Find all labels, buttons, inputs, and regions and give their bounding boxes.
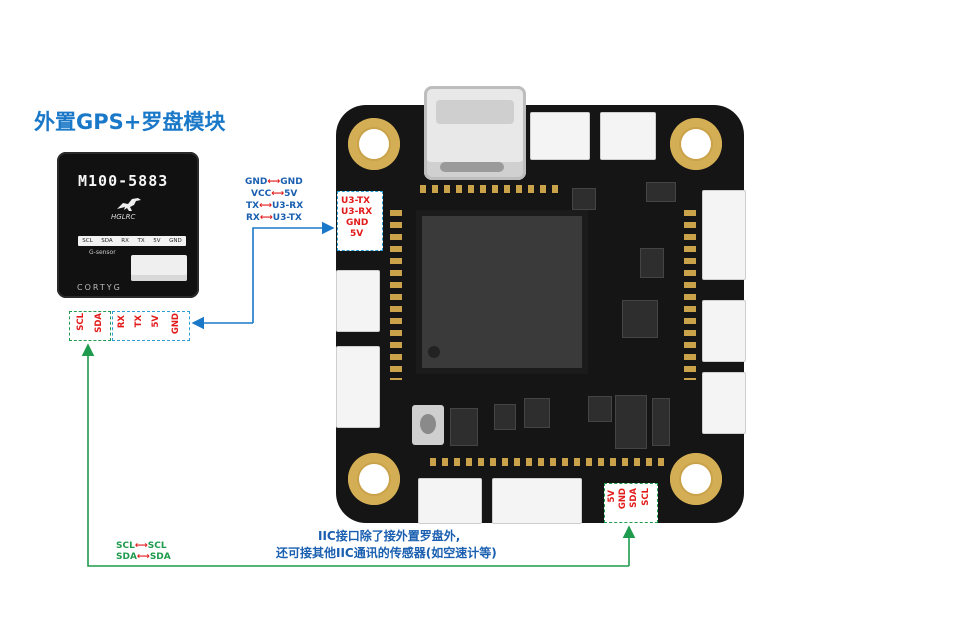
uart-map-tx: TX⟷U3-RX	[246, 201, 303, 211]
board-pin-u3-rx: U3-RX	[341, 207, 373, 217]
uart-map-rx: RX⟷U3-TX	[246, 213, 302, 223]
gps-pin-label: TX	[137, 238, 145, 244]
uart-map-left: GND	[245, 177, 268, 187]
gps-pin-label: 5V	[153, 238, 161, 244]
mcu-chip	[422, 216, 582, 368]
gps-sensor-label: G-sensor	[89, 249, 116, 256]
board-pin-gnd: GND	[346, 218, 369, 228]
uart-wire	[252, 221, 335, 323]
uart-map-left: VCC	[251, 189, 272, 199]
uart-map-right: U3-RX	[271, 201, 304, 211]
double-arrow-icon: ⟷	[134, 541, 148, 551]
uart-map-left: TX	[246, 201, 260, 211]
pad-row-right	[684, 210, 696, 380]
mount-hole-bottom-left	[348, 453, 400, 505]
gps-pin-strip: SCL SDA RX TX 5V GND	[78, 236, 186, 246]
regulator-chip	[615, 395, 647, 449]
double-arrow-icon: ⟷	[259, 213, 273, 223]
i2c-note-line1: IIC接口除了接外置罗盘外,	[318, 529, 461, 543]
gps-brand-label: HGLRC	[111, 213, 136, 221]
gps-i2c-pin-box	[69, 311, 111, 341]
small-chip	[652, 398, 670, 446]
i2c-map-left: SDA	[116, 552, 137, 562]
dinosaur-logo-icon	[117, 198, 141, 211]
double-arrow-icon: ⟷	[267, 177, 281, 187]
gps-model-label: M100-5883	[78, 172, 169, 190]
gyro-chip	[622, 300, 658, 338]
mount-hole-top-left	[348, 118, 400, 170]
connector-left-2	[336, 270, 380, 332]
pad-row-bottom	[430, 458, 670, 466]
connector-bottom-1	[418, 478, 482, 524]
small-chip	[494, 404, 516, 430]
usb-c-port-slot	[440, 162, 504, 172]
double-arrow-icon: ⟷	[271, 189, 285, 199]
small-chip	[524, 398, 550, 428]
diagram-title: 外置GPS+罗盘模块	[34, 110, 226, 134]
small-chip	[640, 248, 664, 278]
small-chip	[588, 396, 612, 422]
connector-bottom-2	[492, 478, 582, 524]
connector-top-1	[530, 112, 590, 160]
gps-connector	[131, 255, 187, 281]
connector-right-1	[702, 190, 746, 280]
connector-right-2	[702, 300, 746, 362]
i2c-map-right: SDA	[149, 552, 171, 562]
i2c-map-sda: SDA⟷SDA	[116, 552, 171, 562]
boot-button-cap	[420, 414, 436, 434]
i2c-map-scl: SCL⟷SCL	[116, 541, 167, 551]
i2c-note-line2: 还可接其他IIC通讯的传感器(如空速计等)	[276, 546, 497, 560]
uart-map-left: RX	[246, 213, 260, 223]
double-arrow-icon: ⟷	[259, 201, 272, 211]
board-pin-u3-tx: U3-TX	[341, 196, 371, 206]
board-pin-5v: 5V	[350, 229, 364, 239]
gps-pin-label: RX	[121, 238, 129, 244]
i2c-map-right: SCL	[147, 541, 167, 551]
gps-pin-label: GND	[169, 238, 182, 244]
uart-map-right: GND	[280, 177, 303, 187]
connector-left-3	[336, 346, 380, 428]
small-chip	[646, 182, 676, 202]
small-chip	[450, 408, 478, 446]
uart-map-gnd: GND⟷GND	[245, 177, 303, 187]
i2c-wire-to-gps	[81, 343, 629, 567]
gps-pin-label: SDA	[101, 238, 113, 244]
uart-map-right: 5V	[284, 189, 298, 199]
gps-uart-pin-box	[112, 311, 190, 341]
uart-map-vcc: VCC⟷5V	[251, 189, 297, 199]
pad-row-top	[420, 185, 560, 193]
small-chip	[572, 188, 596, 210]
connector-top-2	[600, 112, 656, 160]
connector-right-3	[702, 372, 746, 434]
double-arrow-icon: ⟷	[136, 552, 150, 562]
mount-hole-top-right	[670, 118, 722, 170]
board-uart-pin-box	[337, 191, 383, 251]
board-i2c-pin-box	[604, 483, 658, 523]
uart-map-right: U3-TX	[272, 213, 302, 223]
usb-c-port-shell	[436, 100, 514, 124]
mount-hole-bottom-right	[670, 453, 722, 505]
gps-pin-label: SCL	[82, 238, 93, 244]
gps-footer-label: CORTYG	[77, 283, 122, 292]
pad-row-left	[390, 210, 402, 380]
i2c-map-left: SCL	[116, 541, 135, 551]
mcu-pin1-marker	[428, 346, 440, 358]
